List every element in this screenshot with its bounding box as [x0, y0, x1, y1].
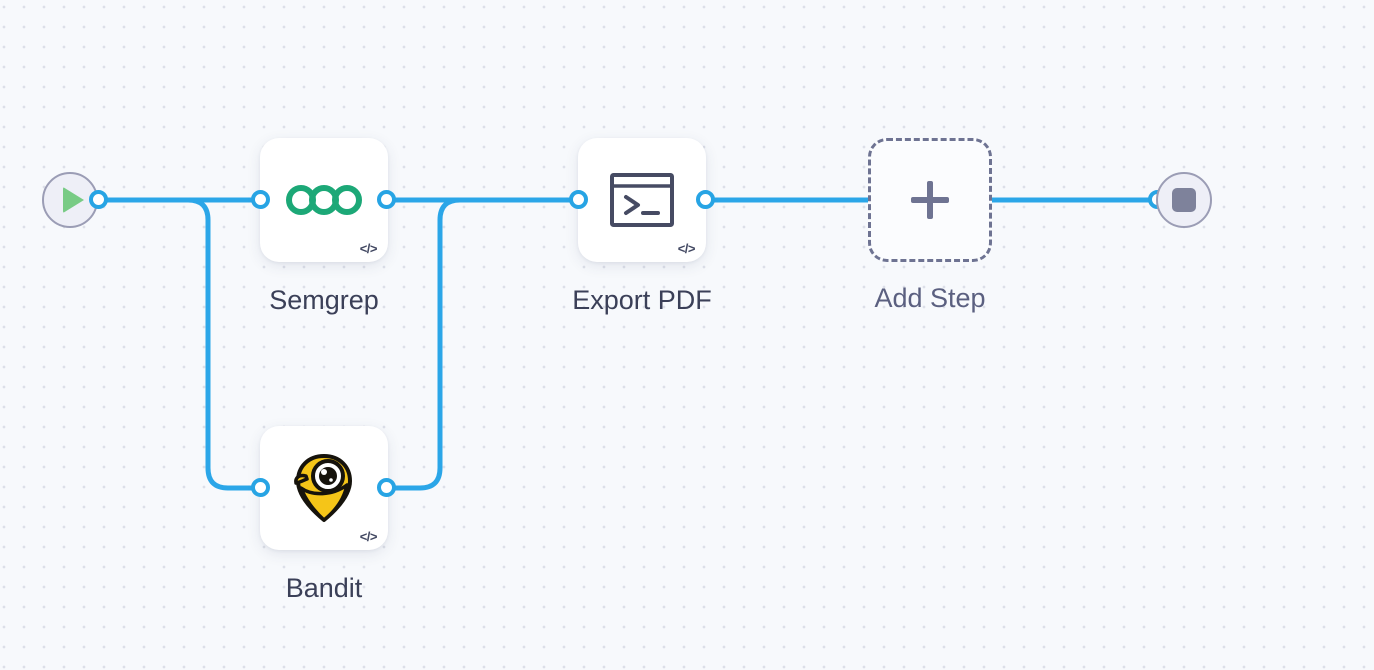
edge-start-to-bandit — [96, 197, 264, 491]
export-pdf-input-port[interactable] — [569, 190, 588, 209]
play-icon — [63, 187, 84, 213]
node-label-export-pdf: Export PDF — [572, 285, 712, 315]
bandit-input-port[interactable] — [251, 478, 270, 497]
semgrep-output-port[interactable] — [377, 190, 396, 209]
export-pdf-output-port[interactable] — [696, 190, 715, 209]
semgrep-logo-icon — [286, 185, 362, 215]
node-bandit[interactable]: </> — [260, 426, 388, 550]
edge-bandit-to-exportpdf — [384, 197, 582, 491]
add-step-button[interactable] — [868, 138, 992, 262]
terminal-icon — [610, 173, 674, 227]
bandit-logo-icon — [294, 454, 352, 522]
end-node[interactable] — [1156, 172, 1212, 228]
start-node[interactable] — [42, 172, 98, 228]
plus-icon-vertical — [927, 181, 933, 219]
code-badge-icon: </> — [359, 241, 378, 256]
bandit-output-port[interactable] — [377, 478, 396, 497]
semgrep-input-port[interactable] — [251, 190, 270, 209]
node-label-semgrep: Semgrep — [269, 285, 379, 315]
node-label-bandit: Bandit — [285, 573, 363, 603]
code-badge-icon: </> — [359, 529, 378, 544]
node-semgrep[interactable]: </> — [260, 138, 388, 262]
node-export-pdf[interactable]: </> — [578, 138, 706, 262]
code-badge-icon: </> — [677, 241, 696, 256]
add-step-label: Add Step — [874, 283, 986, 313]
stop-icon — [1172, 188, 1196, 212]
start-output-port[interactable] — [89, 190, 108, 209]
